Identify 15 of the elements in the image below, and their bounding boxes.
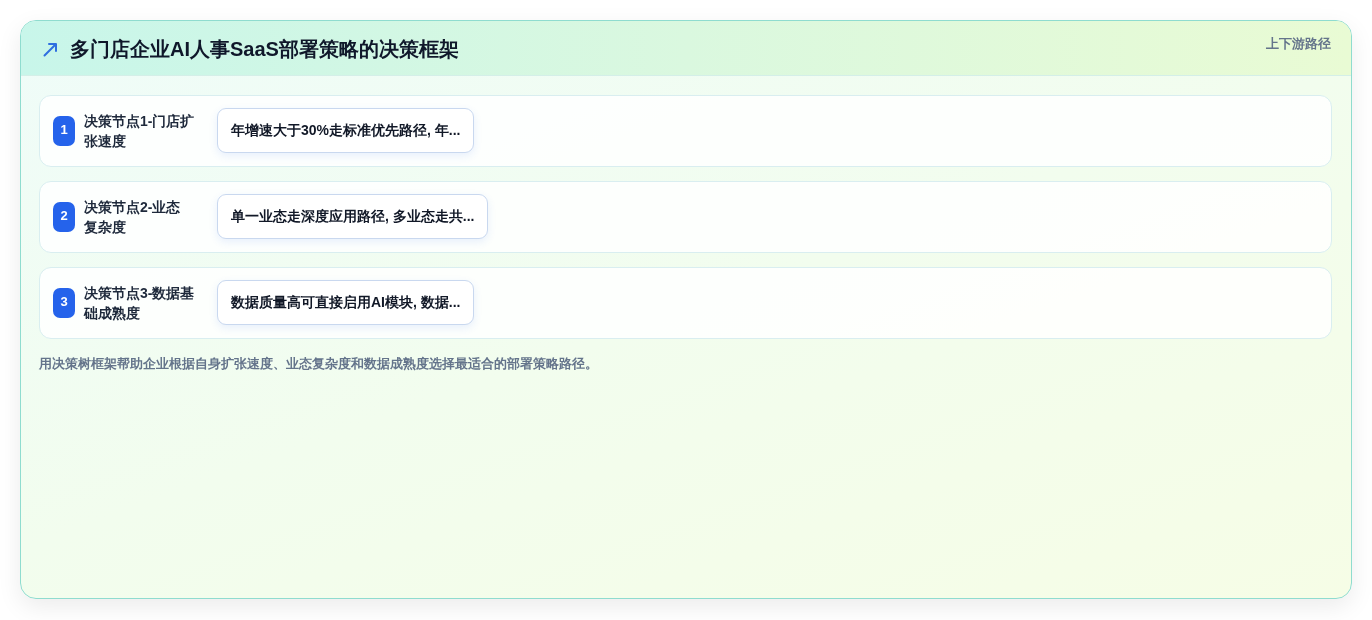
title: 多门店企业AI人事SaaS部署策略的决策框架 <box>70 37 459 62</box>
number-badge: 3 <box>53 288 75 318</box>
number-badge: 2 <box>53 202 75 232</box>
path-option-box: 数据质量高可直接启用AI模块, 数据... <box>217 280 475 325</box>
number-badge: 1 <box>53 116 75 146</box>
node-label: 决策节点2-业态复杂度 <box>84 198 182 237</box>
decision-row-card <box>39 267 1332 339</box>
decision-row-card <box>39 95 1332 167</box>
tag-label: 上下游路径 <box>1266 36 1331 52</box>
node-label: 决策节点3-数据基础成熟度 <box>84 284 196 323</box>
caption: 用决策树框架帮助企业根据自身扩张速度、业态复杂度和数据成熟度选择最适合的部署策略路径。 <box>39 356 598 372</box>
decision-row-card <box>39 181 1332 253</box>
path-option-box: 单一业态走深度应用路径, 多业态走共... <box>217 194 489 239</box>
path-option-box: 年增速大于30%走标准优先路径, 年... <box>217 108 475 153</box>
node-label: 决策节点1-门店扩张速度 <box>84 112 196 151</box>
